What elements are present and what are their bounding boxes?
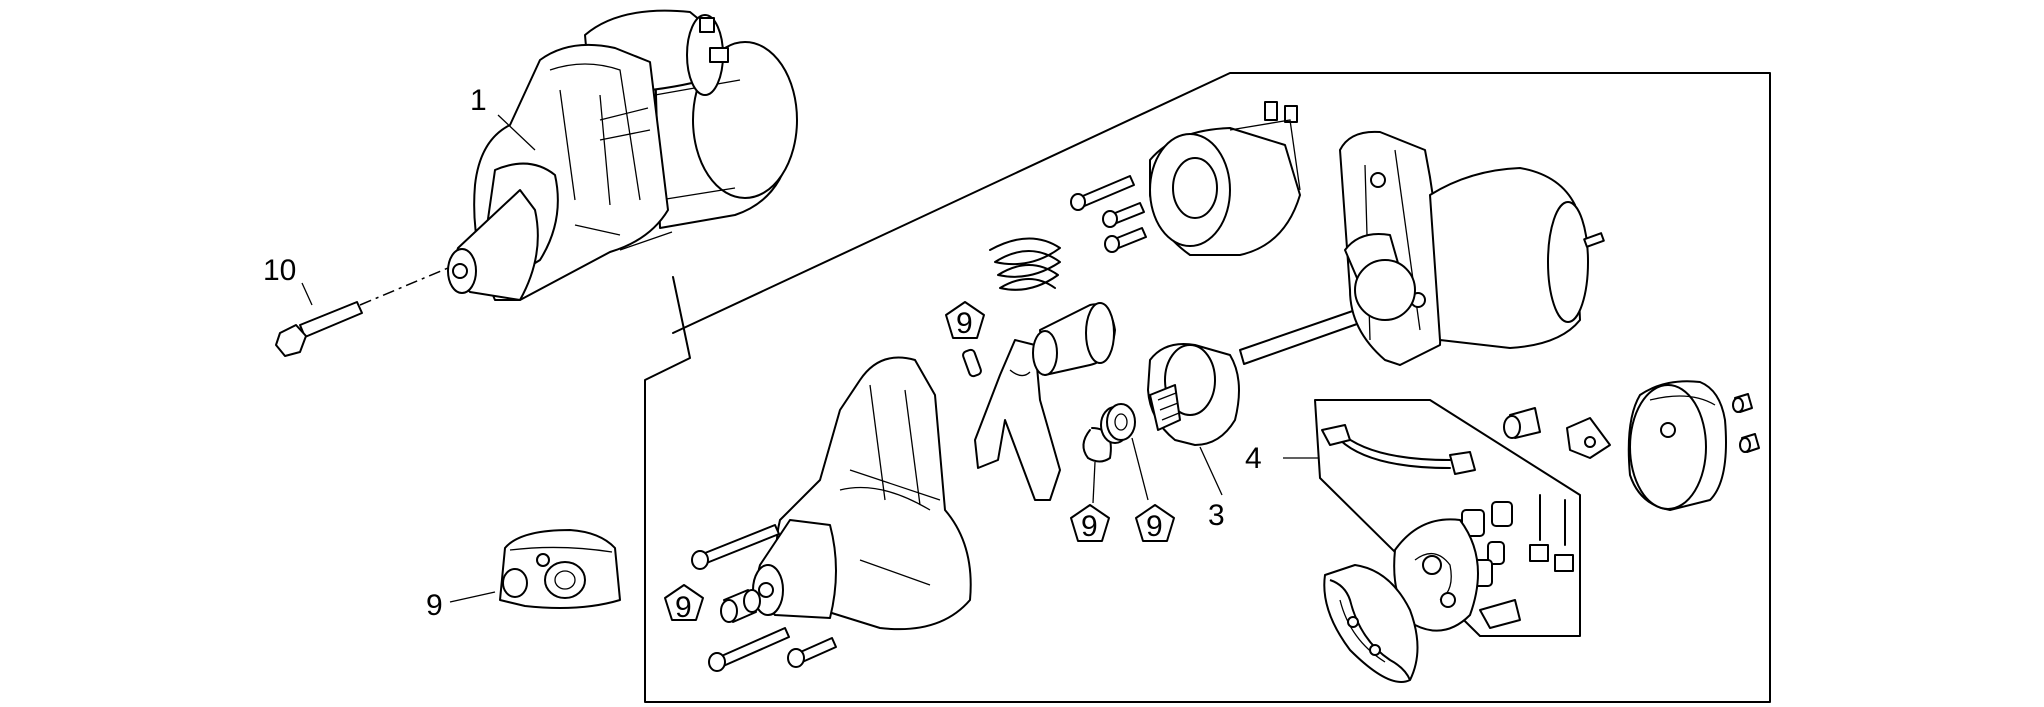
bushing [720, 589, 761, 623]
housing-screw-short [787, 637, 837, 668]
leader-9-washer [1131, 437, 1149, 501]
callout-9-circlip: 9 [1081, 510, 1098, 543]
mounting-bolt [275, 301, 363, 357]
return-spring [989, 237, 1061, 291]
brush-holder-strap [1321, 424, 1476, 475]
solenoid-switch [1149, 101, 1301, 256]
exploded-view-frame [644, 72, 1771, 703]
cap-nut-2 [1739, 433, 1760, 453]
callout-9-bracket: 9 [426, 589, 443, 622]
pentagon-9-bushing [664, 584, 704, 621]
callout-1: 1 [470, 84, 487, 117]
callout-4: 4 [1245, 442, 1262, 475]
leader-9-bracket [449, 591, 496, 603]
leader-9-circlip [1092, 461, 1096, 504]
cap-nut-1 [1732, 393, 1753, 413]
callout-9-washer: 9 [1146, 510, 1163, 543]
pentagon-9-pin [945, 301, 985, 339]
brush-kit-frame [1314, 399, 1581, 637]
commutator-end-cap [1627, 380, 1727, 511]
leader-10 [301, 282, 313, 306]
callout-9-bushing: 9 [675, 591, 692, 624]
solenoid-plunger [1032, 302, 1116, 376]
end-cover-ring [1323, 564, 1419, 683]
leader-1 [497, 114, 536, 151]
pentagon-9-circlip [1070, 504, 1110, 542]
brush-plate [1393, 518, 1521, 632]
solenoid-screw-3 [1104, 227, 1147, 253]
bushing-small [1503, 407, 1541, 439]
callout-9-pin: 9 [956, 307, 973, 340]
terminal-block [1566, 417, 1611, 459]
bolt-axis-dash [359, 267, 449, 306]
leader-3 [1199, 446, 1223, 496]
housing-screw-long-1 [691, 524, 780, 570]
stop-washer [1100, 403, 1136, 444]
housing-screw-long-2 [708, 627, 790, 672]
callout-3: 3 [1208, 499, 1225, 532]
callout-10: 10 [263, 254, 296, 287]
motor-frame [1339, 130, 1605, 366]
lever-pin [962, 348, 982, 378]
pinion-drive [1147, 343, 1240, 446]
pentagon-9-washer [1135, 504, 1175, 542]
shift-lever [974, 339, 1061, 501]
solenoid-screw-2 [1102, 202, 1145, 228]
solenoid-screw-1 [1070, 175, 1135, 211]
drive-end-housing [752, 356, 972, 631]
starter-motor-assembly [447, 9, 798, 301]
brush-springs [1529, 494, 1574, 572]
support-bracket [499, 529, 621, 609]
